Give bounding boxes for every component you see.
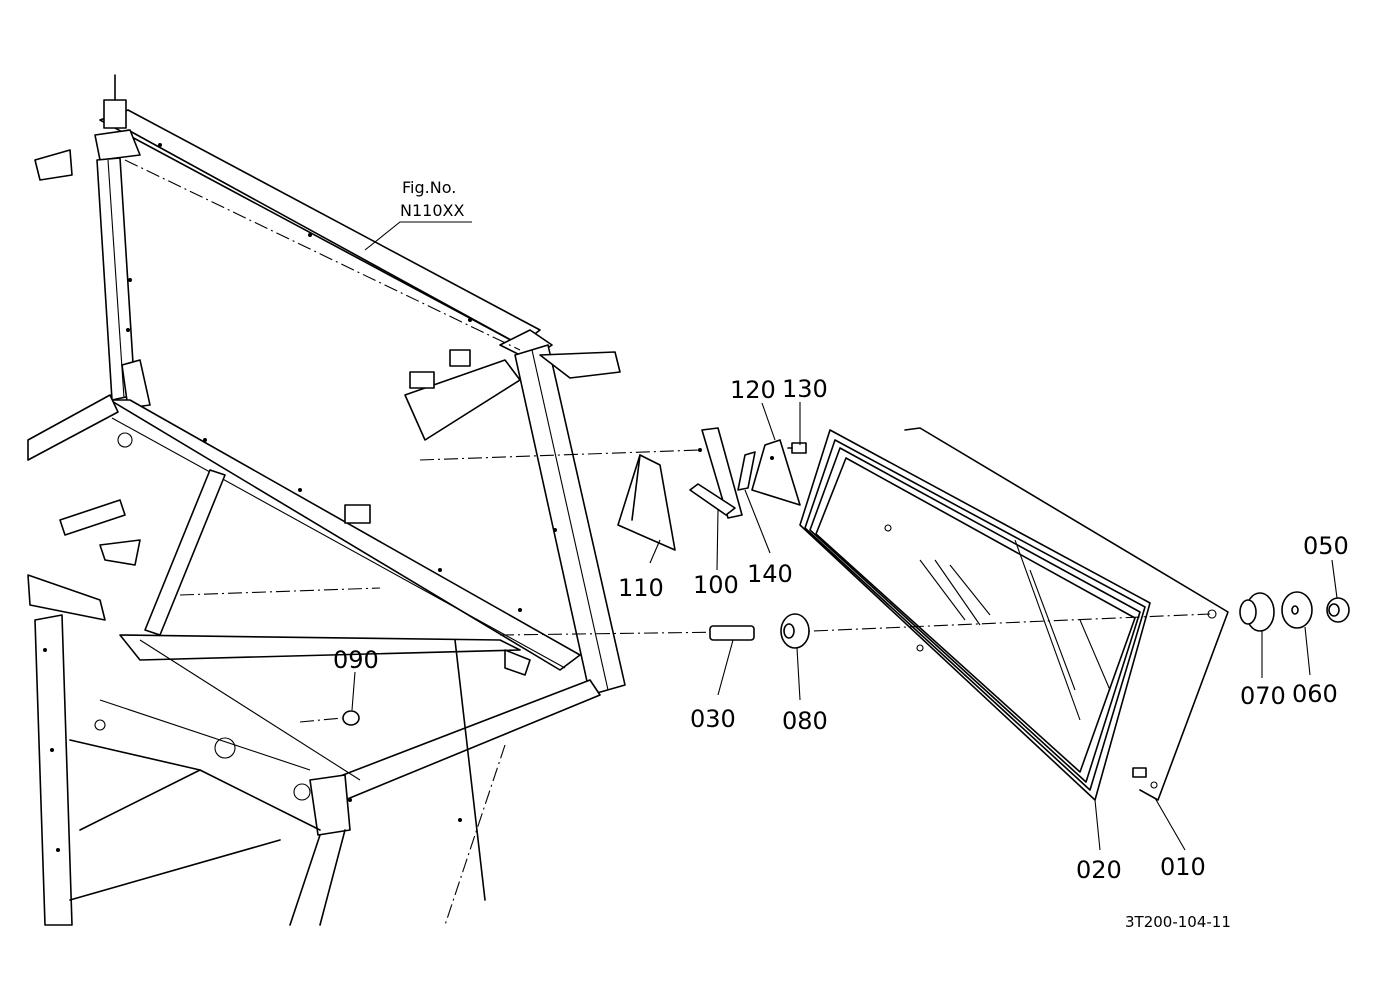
part-020-window-frame — [799, 429, 1151, 801]
part-label-140[interactable]: 140 — [747, 560, 793, 588]
part-label-130[interactable]: 130 — [782, 375, 828, 403]
figure-reference-line1: Fig.No. — [402, 178, 456, 197]
part-030-stud — [709, 625, 755, 641]
figure-reference-leader — [364, 221, 472, 251]
part-label-060[interactable]: 060 — [1292, 680, 1338, 708]
cab-frame — [27, 74, 731, 926]
part-120-plate — [751, 439, 801, 506]
part-050-nut — [1326, 597, 1350, 623]
part-label-110[interactable]: 110 — [618, 574, 664, 602]
part-110-plate — [617, 454, 676, 551]
part-label-080[interactable]: 080 — [782, 707, 828, 735]
part-label-120[interactable]: 120 — [730, 376, 776, 404]
leader-lines — [351, 402, 1338, 851]
part-060-washer — [1281, 591, 1313, 629]
part-label-090[interactable]: 090 — [333, 646, 379, 674]
part-labels: 010 020 030 050 060 070 080 090 100 110 … — [333, 375, 1349, 884]
part-label-010[interactable]: 010 — [1160, 853, 1206, 881]
part-label-070[interactable]: 070 — [1240, 682, 1286, 710]
part-080-spacer — [780, 613, 810, 649]
part-070-grommet — [1239, 592, 1275, 632]
drawing-code: 3T200-104-11 — [1125, 913, 1231, 931]
figure-reference[interactable]: Fig.No. N110XX — [364, 178, 472, 251]
part-140-strip — [737, 451, 756, 491]
part-130-bolt — [787, 442, 807, 454]
part-090-bolt — [299, 710, 360, 726]
part-label-100[interactable]: 100 — [693, 571, 739, 599]
part-010-glass-panel — [789, 427, 1229, 801]
figure-reference-line2: N110XX — [400, 201, 464, 220]
part-label-050[interactable]: 050 — [1303, 532, 1349, 560]
part-label-030[interactable]: 030 — [690, 705, 736, 733]
part-label-020[interactable]: 020 — [1076, 856, 1122, 884]
part-100-bracket — [689, 427, 743, 519]
